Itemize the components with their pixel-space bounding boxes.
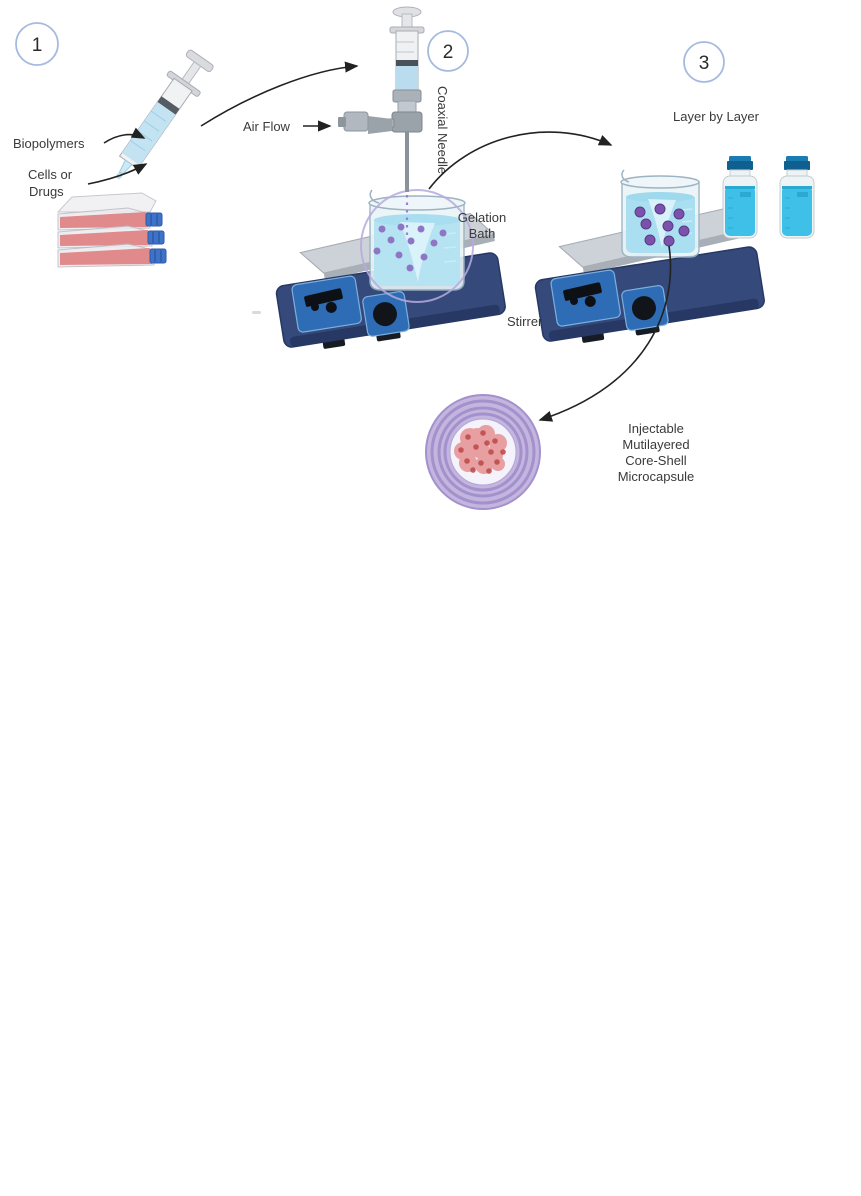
process-diagram: 1 2 3: [13, 6, 815, 510]
capsule-label-line3: Core-Shell: [625, 453, 687, 468]
step-3-badge: 3: [683, 41, 725, 83]
print-artifact: [252, 311, 261, 314]
layer-by-layer-label: Layer by Layer: [673, 109, 760, 124]
coating-beaker: [620, 169, 700, 258]
microbeads-forming: [373, 223, 447, 272]
cells-arrow: [87, 163, 148, 185]
gelation-bath-beaker: [360, 189, 474, 303]
cells-label-line1: Cells or: [28, 167, 73, 182]
step1-to-step2-arrow: [200, 61, 359, 127]
step-3-number: 3: [699, 53, 710, 74]
coaxial-needle-label: Coaxial Needle: [435, 86, 450, 174]
highlight-circle: [360, 189, 474, 303]
coated-microbeads: [634, 203, 690, 247]
biopolymers-label: Biopolymers: [13, 136, 85, 151]
step-1-badge: 1: [15, 22, 59, 66]
step-2-badge: 2: [427, 30, 469, 72]
needle: [405, 132, 409, 192]
capsule-label-line2: Mutilayered: [622, 437, 689, 452]
core-shell-microcapsule: [425, 394, 541, 510]
step2-to-step3-arrow: [428, 131, 613, 190]
step-1-number: 1: [32, 35, 43, 56]
gelation-bath-label-line2: Bath: [469, 226, 496, 241]
culture-flasks: [56, 192, 167, 268]
reagent-bottle-2: [779, 156, 815, 239]
cells-label-line2: Drugs: [29, 184, 64, 199]
capsule-label-line1: Injectable: [628, 421, 684, 436]
cell-nuclei: [458, 430, 506, 474]
stirrer-label: Stirrer: [507, 314, 543, 329]
syringe: [116, 49, 214, 179]
air-flow-label: Air Flow: [243, 119, 291, 134]
biopolymers-arrow: [103, 127, 146, 144]
reagent-bottle-1: [722, 156, 758, 239]
coaxial-needle-assembly: [338, 6, 425, 240]
gelation-bath-label-line1: Gelation: [458, 210, 506, 225]
step-2-number: 2: [443, 42, 454, 63]
capsule-label-line4: Microcapsule: [618, 469, 695, 484]
step3-to-capsule-arrow: [538, 245, 672, 422]
